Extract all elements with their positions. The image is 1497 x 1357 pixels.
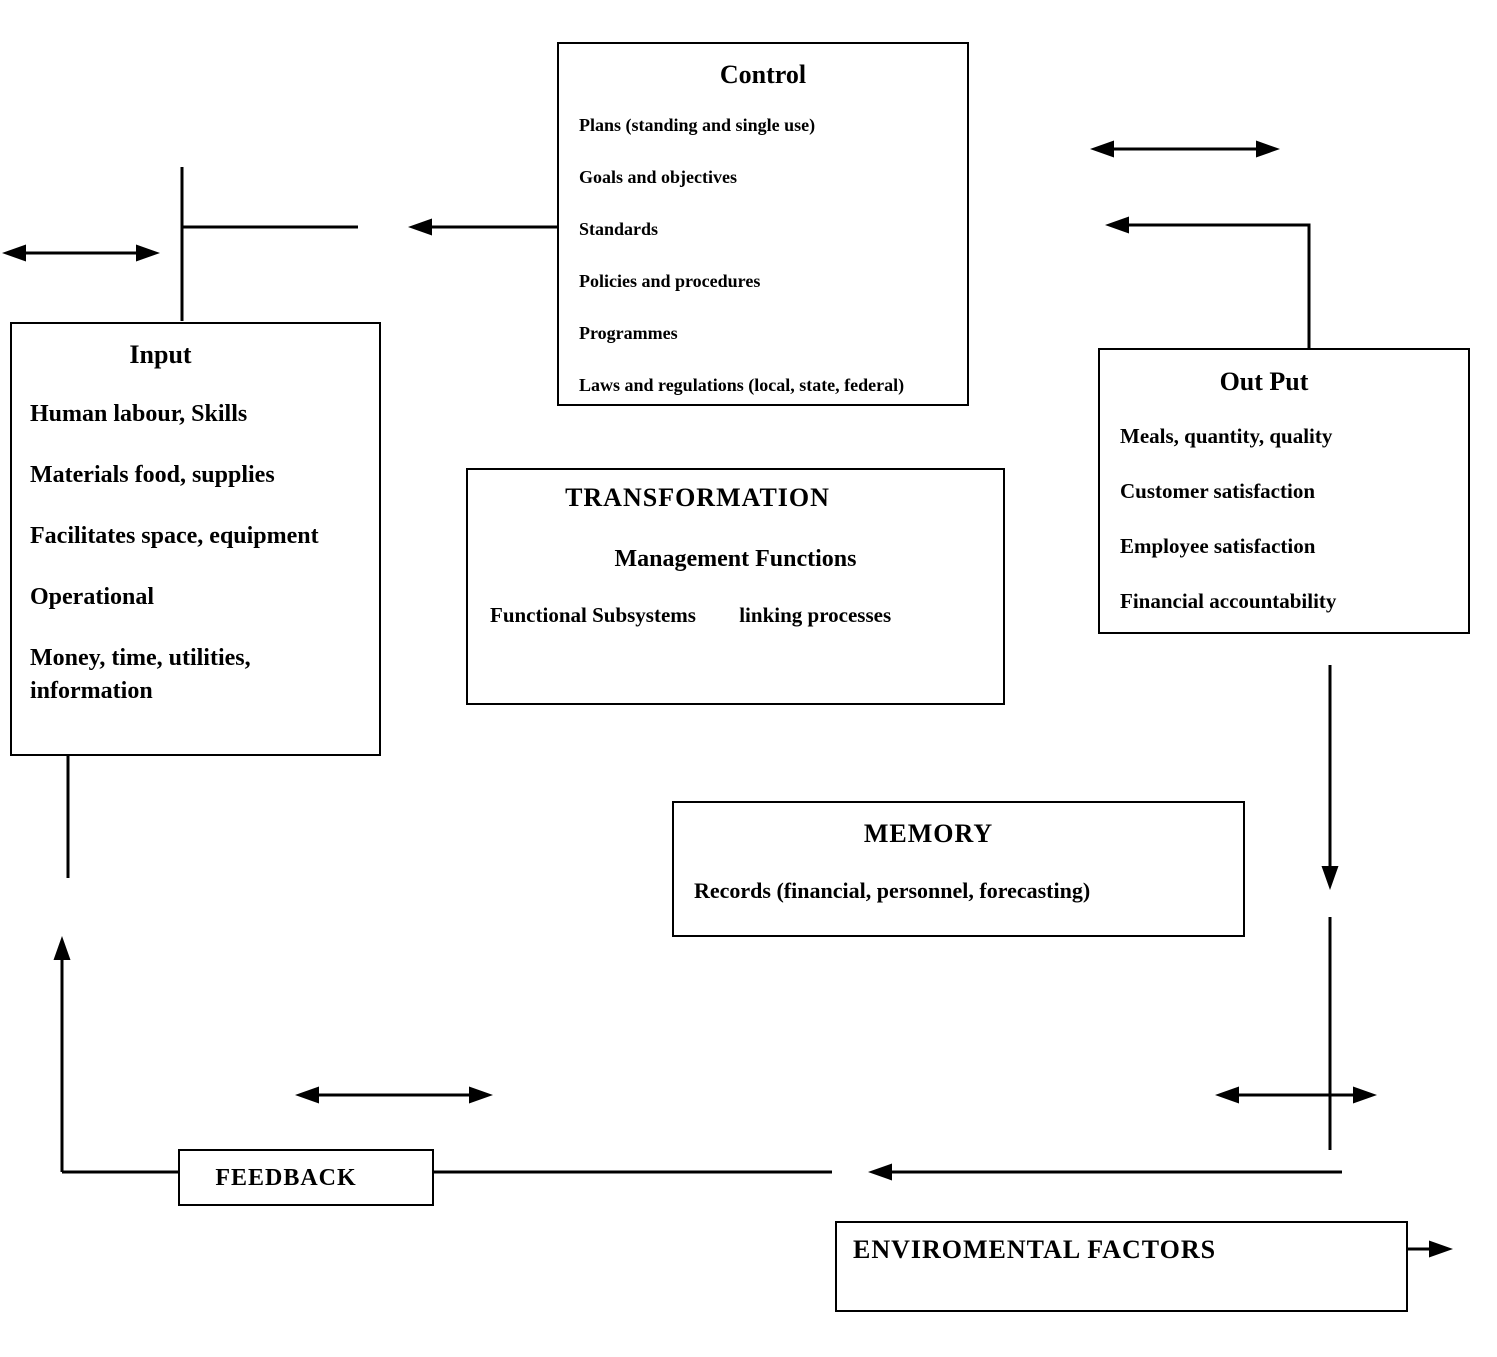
environmental-factors-box: ENVIROMENTAL FACTORS bbox=[835, 1221, 1408, 1312]
transformation-box: TRANSFORMATION Management Functions Func… bbox=[466, 468, 1005, 705]
control-item: Plans (standing and single use) bbox=[579, 115, 816, 135]
feedback-line-right-arrow bbox=[868, 1163, 1342, 1181]
output-box: Out Put Meals, quantity, quality Custome… bbox=[1098, 348, 1470, 634]
control-item: Goals and objectives bbox=[579, 167, 738, 187]
output-top-double-arrow-icon bbox=[1090, 140, 1280, 158]
output-item: Meals, quantity, quality bbox=[1120, 424, 1333, 448]
control-box: Control Plans (standing and single use) … bbox=[557, 42, 969, 406]
input-title: Input bbox=[129, 340, 192, 369]
output-to-control-elbow-arrow bbox=[1105, 216, 1311, 349]
control-to-input-arrow bbox=[408, 218, 558, 236]
input-item: Facilitates space, equipment bbox=[30, 523, 319, 549]
input-box: Input Human labour, Skills Materials foo… bbox=[10, 322, 381, 756]
output-title: Out Put bbox=[1219, 367, 1309, 396]
control-item: Programmes bbox=[579, 323, 678, 343]
control-item: Policies and procedures bbox=[579, 271, 761, 291]
control-title: Control bbox=[719, 60, 807, 89]
memory-records-line: Records (financial, personnel, forecasti… bbox=[694, 878, 1091, 903]
output-down-arrow bbox=[1321, 665, 1339, 890]
control-item: Laws and regulations (local, state, fede… bbox=[579, 375, 905, 395]
memory-box: MEMORY Records (financial, personnel, fo… bbox=[672, 801, 1245, 937]
transformation-subtitle: Management Functions bbox=[614, 546, 857, 572]
feedback-box: FEEDBACK bbox=[178, 1149, 434, 1206]
input-item: Operational bbox=[30, 584, 154, 610]
output-item: Financial accountability bbox=[1120, 589, 1337, 613]
feedback-top-double-arrow-icon bbox=[295, 1086, 493, 1104]
input-item: Materials food, supplies bbox=[30, 462, 275, 488]
feedback-title: FEEDBACK bbox=[215, 1164, 357, 1191]
input-left-double-arrow-icon bbox=[2, 244, 160, 262]
output-item: Employee satisfaction bbox=[1120, 534, 1316, 558]
input-item: Human labour, Skills bbox=[30, 401, 248, 427]
input-item: Money, time, utilities, information bbox=[30, 645, 251, 704]
functional-subsystems-label: Functional Subsystems bbox=[490, 603, 696, 627]
feedback-to-input-up-arrow bbox=[53, 936, 71, 1172]
linking-processes-label: linking processes bbox=[739, 603, 892, 627]
transformation-title: TRANSFORMATION bbox=[565, 483, 830, 512]
output-bottom-double-arrow-icon bbox=[1215, 1086, 1377, 1104]
environmental-factors-title: ENVIROMENTAL FACTORS bbox=[853, 1235, 1217, 1264]
output-item: Customer satisfaction bbox=[1120, 479, 1316, 503]
transformation-functions-line: Functional Subsystems linking processes bbox=[490, 603, 1003, 627]
memory-title: MEMORY bbox=[863, 819, 994, 848]
control-item: Standards bbox=[579, 219, 659, 239]
